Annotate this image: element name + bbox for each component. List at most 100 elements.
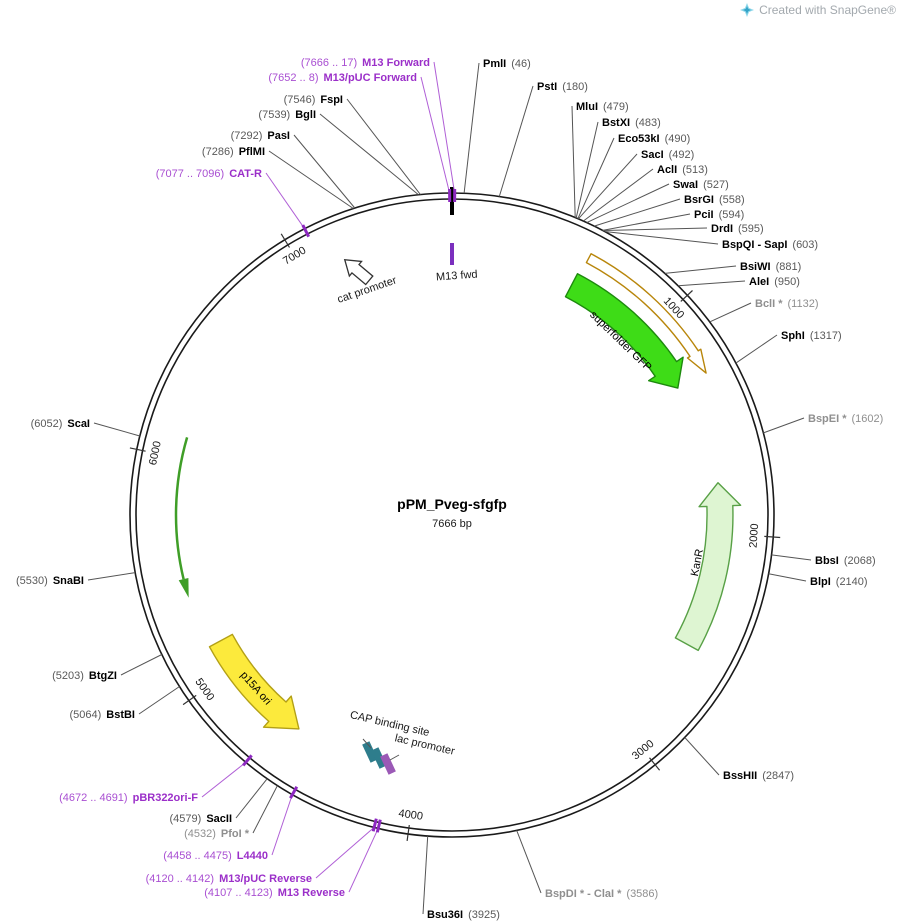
leader-line bbox=[420, 76, 451, 194]
site-label[interactable]: (7292)PasI bbox=[231, 130, 290, 142]
site-label[interactable]: (5203)BtgZI bbox=[52, 670, 117, 682]
site-label[interactable]: DrdI(595) bbox=[711, 223, 764, 235]
leader-line bbox=[678, 280, 746, 287]
site-label[interactable]: (7286)PflMI bbox=[202, 146, 265, 158]
leader-line bbox=[201, 761, 247, 798]
site-label[interactable]: BbsI(2068) bbox=[815, 555, 876, 567]
site-label[interactable]: BsiWI(881) bbox=[740, 261, 801, 273]
leader-line bbox=[602, 227, 708, 231]
site-label[interactable]: (7546)FspI bbox=[284, 94, 343, 106]
leader-line bbox=[763, 417, 805, 434]
site-layer: (7666 .. 17)M13 Forward (7652 .. 8)M13/pU… bbox=[16, 57, 883, 921]
leader-line bbox=[348, 828, 379, 893]
lac-promoter-mark[interactable] bbox=[380, 753, 396, 775]
leader-line bbox=[293, 134, 356, 209]
plasmid-rim-outer bbox=[129, 192, 775, 838]
leader-line bbox=[498, 85, 534, 197]
lac-promoter-leader-line bbox=[389, 754, 400, 761]
site-label[interactable]: PciI(594) bbox=[694, 209, 744, 221]
site-label[interactable]: BspEI *(1602) bbox=[808, 413, 883, 425]
snapgene-logo-icon bbox=[740, 3, 755, 17]
site-label[interactable]: BspDI * - ClaI *(3586) bbox=[545, 888, 658, 900]
site-label[interactable]: (4107 .. 4123)M13 Reverse bbox=[204, 887, 345, 899]
leader-line bbox=[768, 573, 807, 582]
site-label[interactable]: PmlI(46) bbox=[483, 58, 531, 70]
site-label[interactable]: (7539)BglI bbox=[258, 109, 316, 121]
plasmid-name: pPM_Pveg-sfgfp bbox=[397, 496, 507, 512]
site-label[interactable]: BsrGI(558) bbox=[684, 194, 745, 206]
site-label[interactable]: (4458 .. 4475)L4440 bbox=[163, 850, 268, 862]
site-label[interactable]: MluI(479) bbox=[576, 101, 629, 113]
site-label[interactable]: BssHII(2847) bbox=[723, 770, 794, 782]
site-label[interactable]: (6052)ScaI bbox=[31, 418, 90, 430]
site-label[interactable]: (4532)PfoI * bbox=[184, 828, 250, 840]
tick-label: 7000 bbox=[281, 245, 308, 268]
watermark-text: Created with SnapGene® bbox=[759, 3, 896, 17]
cap-binding-site-mark[interactable] bbox=[371, 747, 387, 769]
leader-line bbox=[268, 150, 354, 209]
site-label[interactable]: Eco53kI(490) bbox=[618, 133, 690, 145]
site-label[interactable]: AleI(950) bbox=[749, 276, 800, 288]
site-label[interactable]: AclI(513) bbox=[657, 164, 708, 176]
site-label[interactable]: (5530)SnaBI bbox=[16, 575, 84, 587]
site-label[interactable]: (7077 .. 7096)CAT-R bbox=[156, 168, 262, 180]
site-label[interactable]: (4120 .. 4142)M13/pUC Reverse bbox=[146, 873, 312, 885]
primer-rim-mark bbox=[242, 754, 253, 767]
site-label[interactable]: BspQI - SapI(603) bbox=[722, 239, 818, 251]
leader-line bbox=[319, 113, 419, 196]
site-label[interactable]: BclI *(1132) bbox=[755, 298, 819, 310]
feature-arrow-kanr[interactable] bbox=[674, 482, 742, 652]
site-label[interactable]: SphI(1317) bbox=[781, 330, 842, 342]
leader-line bbox=[664, 265, 737, 274]
site-label[interactable]: BstXI(483) bbox=[602, 117, 661, 129]
primer-rim-mark bbox=[371, 818, 378, 832]
feature-arrow-arc[interactable] bbox=[585, 253, 707, 374]
cat-promoter-arrow[interactable] bbox=[339, 252, 376, 287]
leader-line bbox=[735, 334, 778, 364]
leader-line bbox=[252, 785, 278, 834]
site-label[interactable]: (4579)SacII bbox=[170, 813, 232, 825]
leader-line bbox=[138, 686, 180, 715]
cap-binding-site-label[interactable]: CAP binding site bbox=[349, 709, 431, 739]
feature-arrow-p15a-ori[interactable] bbox=[208, 633, 300, 730]
m13-fwd-label[interactable]: M13 fwd bbox=[436, 269, 478, 284]
tick-mark bbox=[280, 233, 291, 248]
primer-rim-mark bbox=[289, 786, 299, 799]
site-label[interactable]: (5064)BstBI bbox=[69, 709, 135, 721]
site-label[interactable]: Bsu36I(3925) bbox=[427, 909, 500, 921]
tick-mark bbox=[406, 825, 410, 841]
primer-rim-mark bbox=[301, 224, 311, 238]
site-label[interactable]: (7652 .. 8)M13/pUC Forward bbox=[268, 72, 417, 84]
site-label[interactable]: PstI(180) bbox=[537, 81, 588, 93]
leader-line bbox=[346, 98, 421, 195]
site-label[interactable]: (4672 .. 4691)pBR322ori-F bbox=[59, 792, 198, 804]
leader-line bbox=[120, 654, 163, 676]
plasmid-rim-inner bbox=[135, 198, 769, 832]
leader-line bbox=[87, 572, 136, 581]
leader-line bbox=[684, 737, 720, 776]
leader-line bbox=[583, 168, 654, 222]
leader-line bbox=[709, 302, 752, 323]
tick-mark bbox=[182, 694, 197, 706]
leader-line bbox=[594, 198, 681, 227]
feature-arc-arc[interactable] bbox=[174, 437, 189, 580]
tick-label: 4000 bbox=[398, 808, 424, 823]
tick-mark bbox=[649, 757, 661, 771]
site-label[interactable]: SwaI(527) bbox=[673, 179, 729, 191]
tick-mark bbox=[129, 447, 146, 452]
site-label[interactable]: BlpI(2140) bbox=[810, 576, 868, 588]
feature-arrow-superfolder-gfp[interactable] bbox=[564, 273, 684, 389]
plasmid-size: 7666 bp bbox=[432, 518, 472, 530]
feature-label-kanr[interactable]: KanR bbox=[689, 548, 706, 577]
cap-binding-site-leader-line bbox=[362, 738, 372, 749]
cap-binding-site-mark[interactable] bbox=[362, 741, 378, 763]
feature-arrowhead-arc bbox=[178, 578, 189, 598]
site-label[interactable]: (7666 .. 17)M13 Forward bbox=[301, 57, 430, 69]
leader-line bbox=[315, 827, 375, 879]
site-label[interactable]: SacI(492) bbox=[641, 149, 694, 161]
tick-mark bbox=[764, 535, 781, 539]
leader-line bbox=[577, 137, 615, 219]
primer-rim-mark bbox=[375, 819, 382, 833]
